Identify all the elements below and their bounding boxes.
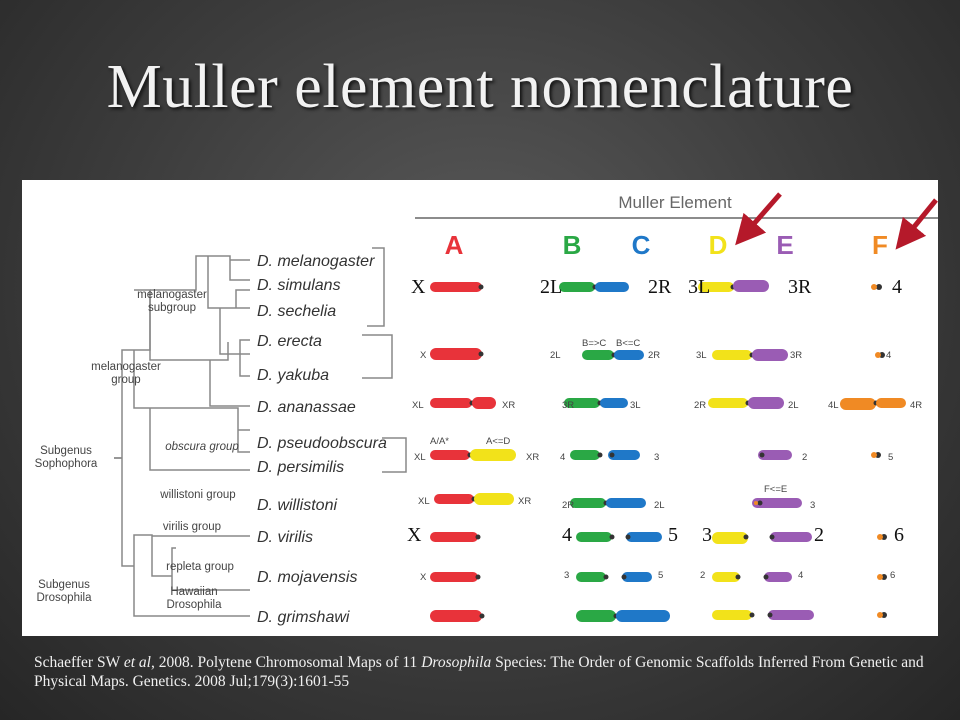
- arm-label: 3R: [562, 400, 574, 411]
- arm-label: X: [420, 350, 427, 361]
- species-label: D. persimilis: [257, 459, 344, 476]
- chromosome-row-mojavensis: [430, 572, 887, 582]
- species-label: D. erecta: [257, 333, 322, 350]
- arm-note: B<=C: [616, 338, 640, 349]
- chromosome-row-ananassae: [430, 397, 906, 410]
- arm-label: XL: [418, 496, 430, 507]
- element-letter-e: E: [776, 230, 793, 260]
- arm-label: 6: [890, 570, 895, 581]
- arm-label: 3R: [790, 350, 802, 361]
- arm-label: 3L: [696, 350, 707, 361]
- chromosome-row-virilis: [430, 532, 887, 544]
- arm-note: A<=D: [486, 436, 510, 447]
- muller-figure: Muller Element A B C D E F melanogas: [22, 180, 938, 636]
- species-label: D. grimshawi: [257, 609, 350, 626]
- citation: Schaeffer SW et al, 2008. Polytene Chrom…: [34, 653, 934, 691]
- arm-label: 4: [886, 350, 891, 361]
- arrow-to-f-element: [895, 198, 938, 250]
- species-label: D. yakuba: [257, 367, 329, 384]
- muller-header: Muller Element: [618, 193, 732, 212]
- citation-genus: Drosophila: [421, 654, 492, 671]
- species-label: D. melanogaster: [257, 253, 375, 270]
- arm-label: 5: [658, 570, 663, 581]
- element-letter-d: D: [709, 230, 728, 260]
- chromosome-row-melanogaster: [430, 280, 882, 292]
- arm-note: A/A*: [430, 436, 449, 447]
- arm-label: 2: [802, 452, 807, 463]
- species-label: D. mojavensis: [257, 569, 357, 586]
- arm-label: 5: [888, 452, 893, 463]
- element-letter-b: B: [563, 230, 582, 260]
- arm-label: 4: [560, 452, 565, 463]
- arm-label: XL: [414, 452, 426, 463]
- arm-label: 2L: [788, 400, 799, 411]
- arrow-to-d-element: [735, 192, 782, 246]
- arm-label: 4: [798, 570, 803, 581]
- arm-label: 2R: [562, 500, 574, 511]
- arm-label: 2L: [654, 500, 665, 511]
- species-label: D. willistoni: [257, 497, 337, 514]
- muller-diagram: Muller Element A B C D E F melanogas: [35, 192, 938, 626]
- citation-part2: Species: The Order of Genomic Scaffolds …: [34, 654, 924, 690]
- group-label-willistoni-group: willistoni group: [159, 489, 235, 501]
- citation-etal: et al: [123, 654, 151, 671]
- species-label: D. pseudoobscura: [257, 435, 387, 452]
- arm-note: F<=E: [764, 484, 787, 495]
- arm-label: 2L: [550, 350, 561, 361]
- arm-label: 2R: [694, 400, 706, 411]
- element-letter-f: F: [872, 230, 888, 260]
- element-letter-c: C: [632, 230, 651, 260]
- element-letter-a: A: [445, 230, 464, 260]
- arm-label: 3: [654, 452, 659, 463]
- chromosome-row-willistoni: [434, 493, 802, 508]
- citation-part1: , 2008. Polytene Chromosomal Maps of 11: [150, 654, 422, 671]
- arm-label: X: [420, 572, 427, 583]
- arm-label: 3: [810, 500, 815, 511]
- slide-title: Muller element nomenclature: [106, 53, 854, 121]
- arm-label: 2: [700, 570, 705, 581]
- chromosome-row-pseudoobscura: [430, 449, 881, 461]
- group-label-virilis-group: virilis group: [163, 521, 221, 533]
- species-label: D. ananassae: [257, 399, 356, 416]
- group-label-obscura-group: obscura group: [165, 441, 239, 453]
- arm-label: 2R: [648, 350, 660, 361]
- arm-label: 3: [564, 570, 569, 581]
- arm-label: XL: [412, 400, 424, 411]
- arm-label: XR: [502, 400, 515, 411]
- chromosome-row-erecta-yakuba: [430, 348, 885, 361]
- chromosome-row-grimshawi: [430, 610, 887, 622]
- phylogenetic-tree: [114, 255, 250, 617]
- arm-note: B=>C: [582, 338, 606, 349]
- species-label: D. virilis: [257, 529, 313, 546]
- species-label: D. simulans: [257, 277, 341, 294]
- arm-label: XR: [518, 496, 531, 507]
- arm-label: 3L: [630, 400, 641, 411]
- citation-authors: Schaeffer SW: [34, 654, 124, 671]
- arm-label: 4L: [828, 400, 839, 411]
- arm-label: 4R: [910, 400, 922, 411]
- species-label: D. sechelia: [257, 303, 336, 320]
- arm-label: XR: [526, 452, 539, 463]
- group-label-repleta-group: repleta group: [166, 561, 234, 573]
